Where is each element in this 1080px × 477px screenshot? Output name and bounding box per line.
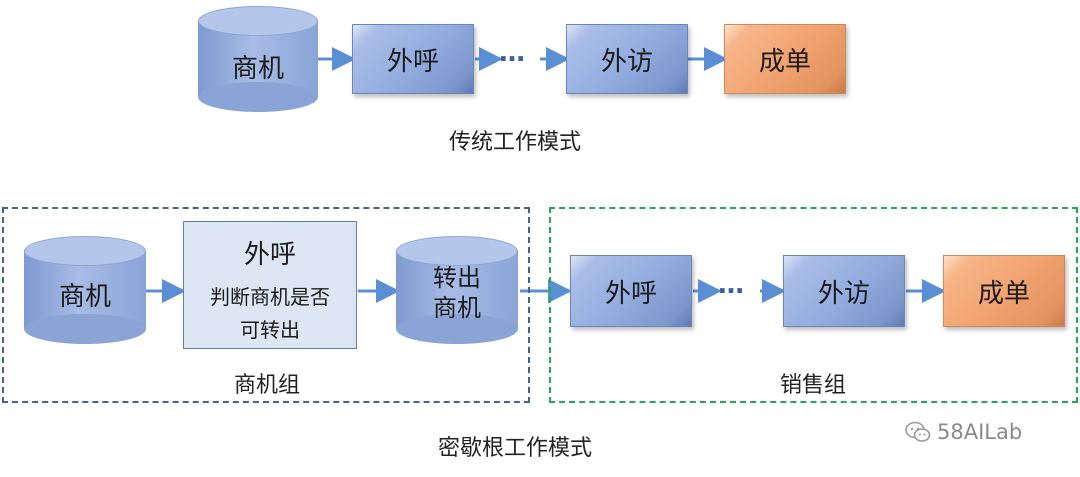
top-outbound-call-box: 外呼 [352, 24, 474, 94]
watermark-text: 58AILab [937, 420, 1023, 444]
opportunity-group-label: 商机组 [233, 373, 300, 398]
top-deal-closed-label: 成单 [758, 46, 811, 77]
top-ellipsis: … [499, 38, 525, 68]
wechat-icon [905, 421, 931, 442]
transfer-opportunity-line-2: 商机 [433, 294, 481, 322]
bottom-opportunity-cylinder: 商机 [24, 236, 146, 344]
bottom-deal-closed-box: 成单 [943, 255, 1065, 327]
bottom-field-visit-label: 外访 [817, 278, 870, 309]
opportunity-group-frame [2, 207, 530, 403]
watermark: 58AILab [905, 420, 1022, 444]
top-opportunity-cylinder: 商机 [198, 6, 318, 112]
judge-title: 外呼 [243, 240, 296, 270]
bottom-ellipsis: … [718, 270, 744, 300]
transfer-opportunity-line-1: 转出 [433, 264, 481, 292]
top-outbound-call-label: 外呼 [386, 46, 439, 77]
judge-line-1: 判断商机是否 [210, 285, 330, 309]
top-opportunity-label: 商机 [231, 54, 284, 84]
judge-line-2: 可转出 [240, 318, 300, 342]
transfer-opportunity-cylinder: 转出 商机 [396, 236, 518, 344]
sales-group-label: 销售组 [779, 373, 846, 398]
bottom-opportunity-label: 商机 [58, 282, 111, 312]
bottom-deal-closed-label: 成单 [977, 278, 1030, 309]
top-field-visit-label: 外访 [600, 46, 653, 77]
bottom-outbound-call-label: 外呼 [604, 278, 657, 309]
bottom-caption: 密歇根工作模式 [437, 436, 592, 461]
judge-box: 外呼 判断商机是否 可转出 [183, 221, 357, 349]
top-field-visit-box: 外访 [566, 24, 688, 94]
top-deal-closed-box: 成单 [724, 24, 846, 94]
bottom-outbound-call-box: 外呼 [570, 255, 692, 327]
sales-group-frame [549, 207, 1078, 403]
bottom-field-visit-box: 外访 [783, 255, 905, 327]
top-caption: 传统工作模式 [448, 130, 581, 155]
